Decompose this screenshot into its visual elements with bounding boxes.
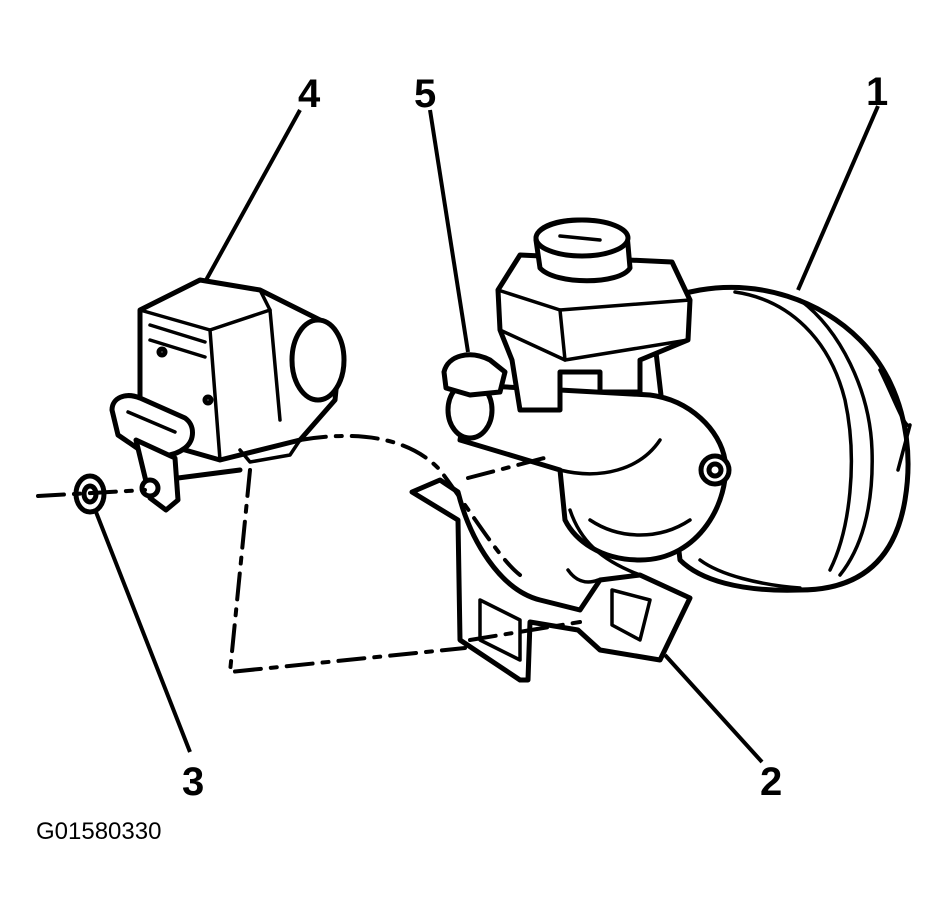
brake-line-fitting bbox=[441, 352, 508, 398]
leader-line-2 bbox=[663, 653, 764, 764]
callout-5: 5 bbox=[414, 72, 437, 116]
leader-line-4 bbox=[203, 109, 302, 283]
fluid-reservoir bbox=[495, 217, 693, 413]
assembly-line-bracket-stud bbox=[227, 468, 467, 675]
assembly-line-nut bbox=[36, 488, 147, 498]
figure-id-label: G01580330 bbox=[36, 818, 162, 845]
leader-line-1 bbox=[796, 105, 880, 291]
leader-line-5 bbox=[428, 109, 470, 353]
abs-modulator bbox=[109, 277, 347, 513]
mounting-bracket-shape bbox=[409, 477, 693, 683]
leader-line-3 bbox=[94, 511, 192, 753]
assembly-line-stud-upper bbox=[466, 454, 554, 480]
master-cylinder bbox=[445, 379, 732, 563]
callout-3: 3 bbox=[182, 760, 205, 804]
callout-2: 2 bbox=[760, 760, 783, 804]
assembly-line-module-to-bracket bbox=[298, 434, 522, 577]
callout-1: 1 bbox=[866, 70, 889, 114]
assembly-line-stud-lower bbox=[468, 620, 582, 642]
callout-4: 4 bbox=[298, 72, 321, 116]
bracket-upper-edge bbox=[175, 467, 243, 481]
